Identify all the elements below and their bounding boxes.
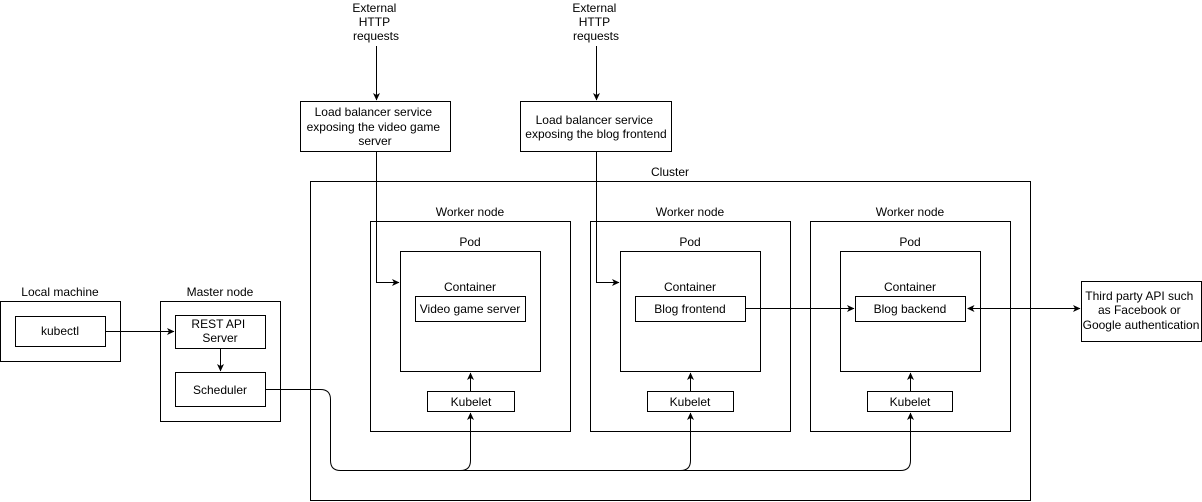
edge-scheduler-bus (266, 389, 911, 471)
local-machine-label: Local machine (21, 285, 99, 299)
pod: Pod Container Blog frontend (620, 235, 761, 372)
edge-game-lb-to-container (376, 152, 400, 286)
load-balancer-blog: Load balancer service exposing the blog … (520, 101, 672, 152)
worker-node-label: Worker node (876, 205, 945, 219)
local-machine: Local machine kubectl (0, 285, 121, 362)
scheduler-label: Scheduler (193, 383, 247, 397)
kubelet-label: Kubelet (670, 395, 711, 409)
worker-node-1: Worker node Pod Container Video game ser… (370, 205, 571, 432)
container-label: Container (884, 280, 936, 294)
load-balancer-game-label: Load balancer service exposing the video… (307, 105, 444, 148)
edge-scheduler-to-kubelet-1 (460, 412, 474, 471)
worker-node-label: Worker node (656, 205, 725, 219)
edge-blog-lb-to-container (596, 152, 620, 286)
kubelet-label: Kubelet (451, 395, 492, 409)
cluster-label: Cluster (651, 165, 689, 179)
load-balancer-game: Load balancer service exposing the video… (300, 101, 451, 152)
worker-node-2: Worker node Pod Container Blog frontend … (590, 205, 791, 432)
video-game-server-label: Video game server (420, 302, 521, 316)
kubelet-box (647, 391, 734, 412)
third-party-api-label: Third party API such as Facebook or Goog… (1083, 289, 1200, 332)
api-server-label: REST API Server (191, 317, 248, 345)
edge-scheduler-to-kubelet-2 (680, 412, 694, 471)
video-game-server-box (415, 296, 526, 322)
kubectl-box (15, 316, 106, 347)
worker-node-label: Worker node (436, 205, 505, 219)
blog-backend-box (855, 296, 966, 322)
blog-frontend-label: Blog frontend (654, 302, 725, 316)
api-server-box (175, 315, 266, 349)
kubelet-box (427, 391, 515, 412)
blog-frontend-box (635, 296, 746, 322)
pod-label: Pod (459, 235, 480, 249)
pod-label: Pod (899, 235, 920, 249)
load-balancer-blog-label: Load balancer service exposing the blog … (525, 113, 666, 141)
pod-label: Pod (679, 235, 700, 249)
third-party-api: Third party API such as Facebook or Goog… (1081, 281, 1202, 342)
pod: Pod Container Blog backend (840, 235, 981, 372)
container-label: Container (444, 280, 496, 294)
blog-backend-label: Blog backend (874, 302, 947, 316)
worker-node-3: Worker node Pod Container Blog backend K… (810, 205, 1011, 432)
kubelet-label: Kubelet (890, 395, 931, 409)
kubelet-box (867, 391, 953, 412)
external-requests-left: External HTTP requests (352, 1, 399, 43)
master-node-label: Master node (187, 285, 254, 299)
kubectl-label: kubectl (41, 324, 79, 338)
external-requests-right: External HTTP requests (572, 1, 619, 43)
pod: Pod Container Video game server (400, 235, 541, 372)
container-label: Container (664, 280, 716, 294)
scheduler-box (175, 372, 266, 407)
